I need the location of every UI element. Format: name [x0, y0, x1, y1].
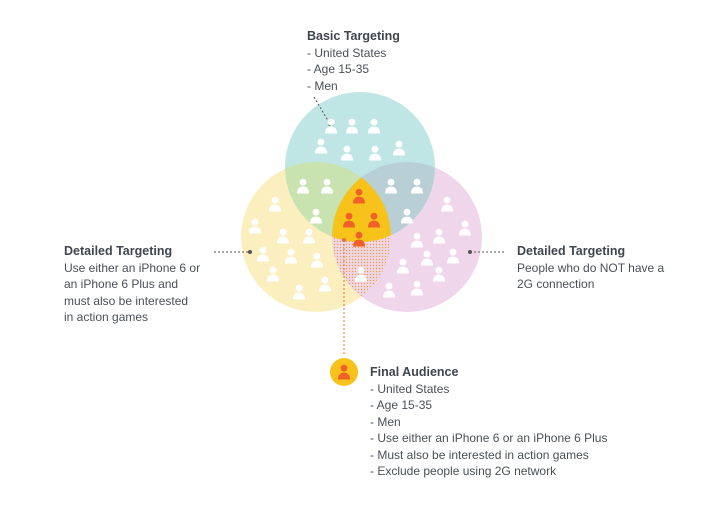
final-audience-line: - Use either an iPhone 6 or an iPhone 6 …	[370, 431, 608, 445]
final-audience-line: - Exclude people using 2G network	[370, 464, 557, 478]
detailed-targeting-right-line: People who do NOT have a	[517, 260, 665, 275]
left-leader-dot	[248, 250, 252, 254]
detailed-targeting-right-line: 2G connection	[517, 277, 595, 291]
right-leader-dot	[468, 250, 472, 254]
final-audience-line: - Must also be interested in action game…	[370, 447, 589, 462]
detailed-targeting-left-label: Detailed Targeting Use either an iPhone …	[64, 243, 200, 326]
detailed-targeting-right-title: Detailed Targeting	[517, 244, 626, 258]
detailed-targeting-left-title: Detailed Targeting	[64, 244, 173, 258]
final-audience-line: - Men	[370, 414, 401, 429]
final-audience-label: Final Audience - United States - Age 15-…	[370, 364, 607, 480]
basic-targeting-label: Basic Targeting - United States - Age 15…	[307, 28, 400, 94]
basic-leader-line	[313, 96, 331, 125]
detailed-targeting-right-label: Detailed Targeting People who do NOT hav…	[517, 243, 664, 293]
final-audience-badge	[330, 358, 358, 386]
final-leader-dot	[342, 238, 346, 242]
final-audience-line: - Age 15-35	[370, 398, 433, 412]
detailed-targeting-left-line: must also be interested	[64, 293, 189, 308]
detailed-targeting-left-line: Use either an iPhone 6 or	[64, 260, 201, 275]
basic-targeting-line: - Men	[307, 78, 338, 93]
final-audience-title: Final Audience	[370, 365, 459, 379]
detailed-targeting-left-line: an iPhone 6 Plus and	[64, 277, 179, 291]
basic-targeting-line: - United States	[307, 45, 387, 60]
basic-targeting-line: - Age 15-35	[307, 62, 370, 76]
basic-targeting-title: Basic Targeting	[307, 29, 400, 43]
detailed-targeting-left-line: in action games	[64, 310, 149, 324]
final-audience-line: - United States	[370, 381, 450, 396]
